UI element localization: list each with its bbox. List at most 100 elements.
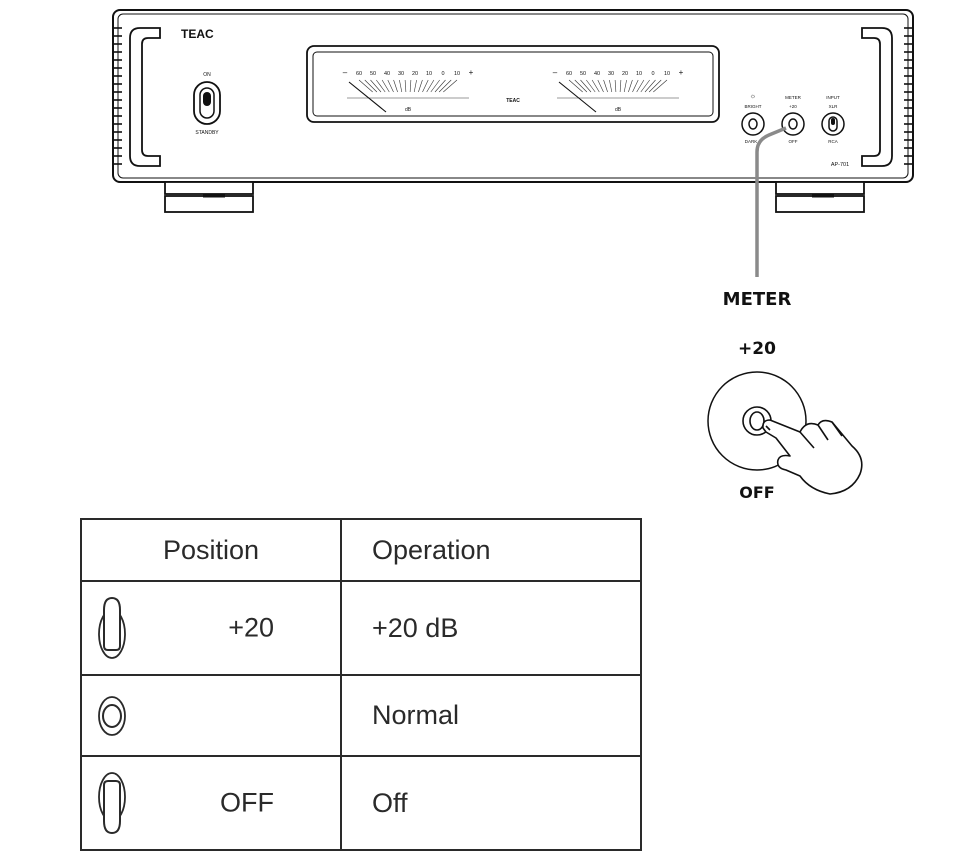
meter-tick-label: 20 xyxy=(412,71,418,77)
table-row: +20 +20 dB xyxy=(80,580,642,676)
svg-text:+20: +20 xyxy=(789,104,797,109)
meter-scale-tick xyxy=(370,79,382,93)
meter-scale-tick xyxy=(376,79,386,93)
model-label: AP-701 xyxy=(831,162,849,168)
svg-text:DARK: DARK xyxy=(745,139,758,144)
meter-scale-tick xyxy=(591,79,600,93)
callout-title: METER xyxy=(723,289,792,310)
svg-text:RCA: RCA xyxy=(828,139,838,144)
svg-text:BRIGHT: BRIGHT xyxy=(744,104,761,109)
table-row: Normal xyxy=(80,674,642,757)
operation-cell: Off xyxy=(340,755,642,851)
position-label: OFF xyxy=(220,787,274,818)
meter-scale-tick xyxy=(623,79,627,93)
bright-dark-knob[interactable]: ☼ BRIGHT DARK xyxy=(741,93,765,144)
svg-text:XLR: XLR xyxy=(829,104,839,109)
svg-text:INPUT: INPUT xyxy=(826,95,840,100)
meter-scale-tick xyxy=(648,79,662,93)
meter-scale-tick xyxy=(653,79,668,93)
left-handle xyxy=(129,27,161,167)
meter-scale-tick xyxy=(409,79,412,93)
meter-knob[interactable]: METER +20 OFF xyxy=(781,95,805,144)
meter-tick-label: + xyxy=(469,68,474,77)
switch-up-icon xyxy=(98,596,126,659)
operation-cell: +20 dB xyxy=(340,580,642,676)
svg-text:METER: METER xyxy=(785,95,802,100)
position-cell: +20 xyxy=(80,580,342,676)
meter-scale-tick xyxy=(438,79,452,93)
meter-scale-tick xyxy=(619,79,622,93)
meter-scale-tick xyxy=(358,79,373,93)
meter-scale-tick xyxy=(609,79,613,93)
meter-scale-tick xyxy=(640,79,650,93)
position-cell xyxy=(80,674,342,757)
meter-tick-label: 10 xyxy=(454,71,460,77)
meter-tick-label: 0 xyxy=(651,71,654,77)
bright-icon: ☼ xyxy=(750,93,756,100)
meter-scale-tick xyxy=(580,79,592,93)
meter-scale-tick xyxy=(426,79,435,93)
meter-scale-tick xyxy=(586,79,596,93)
meter-scale-tick xyxy=(404,79,407,93)
meter-scale-tick xyxy=(399,79,403,93)
meter-unit-label: dB xyxy=(615,107,622,113)
right-handle xyxy=(861,27,893,167)
meter-scale-tick xyxy=(568,79,583,93)
callout-bottom-position: OFF xyxy=(739,483,774,502)
position-cell: OFF xyxy=(80,755,342,851)
meter-unit-label: dB xyxy=(405,107,412,113)
meter-tick-label: – xyxy=(553,68,558,77)
meter-scale-tick xyxy=(422,79,429,93)
input-knob[interactable]: INPUT XLR RCA xyxy=(821,95,845,144)
meter-scale-tick xyxy=(443,79,458,93)
meter-scale-tick xyxy=(632,79,639,93)
right-foot xyxy=(775,181,865,195)
meter-scale-tick xyxy=(381,79,390,93)
svg-text:ON: ON xyxy=(203,72,211,78)
meter-scale-tick xyxy=(387,79,394,93)
meter-scale-tick xyxy=(413,79,417,93)
switch-center-icon xyxy=(98,695,126,736)
callout-top-position: +20 xyxy=(738,339,776,359)
meter-scale-tick xyxy=(603,79,608,93)
meter-tick-label: 60 xyxy=(566,71,572,77)
meter-tick-label: 10 xyxy=(664,71,670,77)
meter-tick-label: 30 xyxy=(398,71,404,77)
left-foot xyxy=(164,181,254,195)
meter-needle xyxy=(348,81,387,113)
svg-text:STANDBY: STANDBY xyxy=(195,130,219,136)
meter-tick-label: 20 xyxy=(622,71,628,77)
brand-logo: TEAC xyxy=(181,27,214,41)
switch-down-icon xyxy=(98,772,126,835)
meter-scale-tick xyxy=(597,79,604,93)
meter-scale-tick xyxy=(636,79,645,93)
meter-tick-label: 50 xyxy=(580,71,586,77)
meter-scale-tick xyxy=(364,79,378,93)
meter-scale-tick xyxy=(393,79,398,93)
meter-brand: TEAC xyxy=(506,98,520,104)
position-label: +20 xyxy=(228,612,274,643)
header-operation: Operation xyxy=(340,518,642,582)
operation-cell: Normal xyxy=(340,674,642,757)
meter-tick-label: 60 xyxy=(356,71,362,77)
meter-tick-label: + xyxy=(679,68,684,77)
meter-tick-label: 40 xyxy=(594,71,600,77)
meter-needle xyxy=(558,81,597,113)
header-position: Position xyxy=(80,518,342,582)
meter-tick-label: 0 xyxy=(441,71,444,77)
svg-text:OFF: OFF xyxy=(789,139,798,144)
meter-position-table: Position Operation +20 +20 dB N xyxy=(80,518,642,851)
meter-scale-tick xyxy=(430,79,440,93)
meter-scale-tick xyxy=(614,79,617,93)
meter-scale-tick xyxy=(434,79,446,93)
meter-tick-label: 40 xyxy=(384,71,390,77)
meter-tick-label: – xyxy=(343,68,348,77)
power-switch[interactable]: ON STANDBY xyxy=(193,72,221,136)
meter-scale-tick xyxy=(418,79,423,93)
meter-scale-tick xyxy=(574,79,588,93)
meter-tick-label: 30 xyxy=(608,71,614,77)
